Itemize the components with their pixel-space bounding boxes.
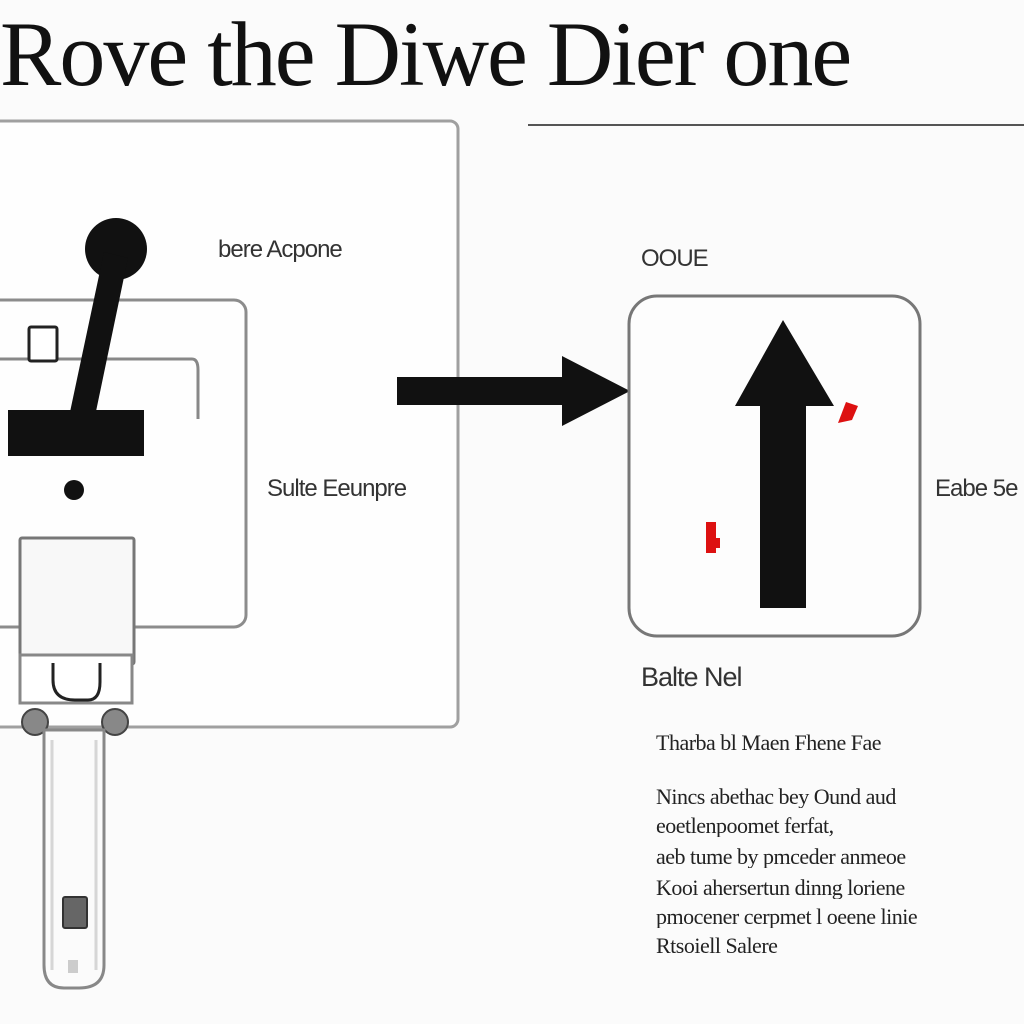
right-panel-side-label: Eabe 5e [935, 475, 1018, 502]
description-line: pmocener cerpmet l oeene linie [656, 906, 918, 928]
switch-module [18, 536, 136, 990]
right-arrow-icon [397, 356, 630, 426]
right-screw-icon [101, 708, 129, 736]
description-line: Rtsoiell Salere [656, 935, 778, 957]
left-screw-icon [21, 708, 49, 736]
description-line: Kooi ahersertun dinng loriene [656, 877, 905, 899]
right-panel [627, 294, 922, 638]
red-marker-right [838, 402, 858, 423]
small-window-icon [27, 325, 59, 363]
right-panel-top-label: OOUE [641, 245, 709, 272]
description-line: Nincs abethac bey Ound aud [656, 786, 896, 808]
left-panel-middle-label: Sulte Eeunpre [267, 475, 407, 502]
lever-switch-icon [8, 218, 147, 500]
description-heading: Tharba bl Maen Fhene Fae [656, 732, 882, 754]
page-title: Rove the Diwe Dier one [0, 3, 852, 105]
left-panel-top-label: bere Acpone [218, 236, 343, 263]
right-panel-bottom-label: Balte Nel [641, 662, 743, 692]
description-line: eoetlenpoomet ferfat, [656, 815, 834, 837]
description-line: aeb tume by pmceder anmeoe [656, 846, 906, 868]
up-arrow-icon [735, 320, 834, 608]
red-marker-left [706, 522, 716, 553]
